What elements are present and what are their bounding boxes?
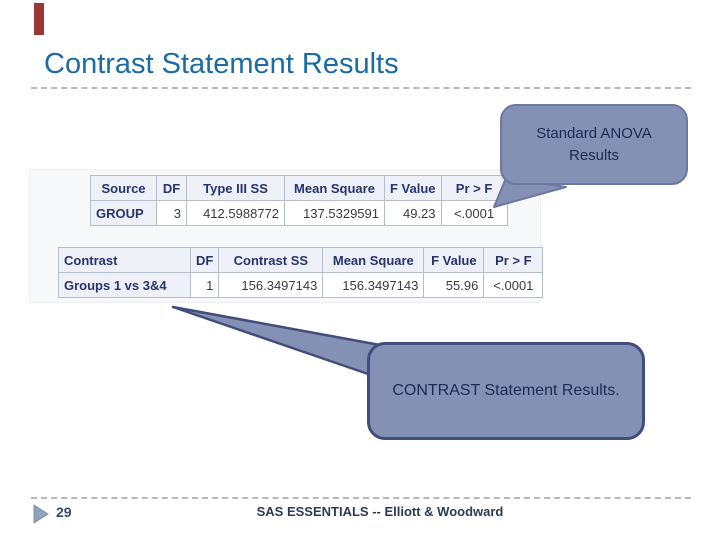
contrast-callout-text: CONTRAST Statement Results.	[392, 382, 620, 399]
anova-col-prf: Pr > F	[440, 175, 508, 201]
contrast-callout: CONTRAST Statement Results.	[367, 342, 645, 440]
contrast-col-contrast: Contrast	[58, 247, 191, 273]
contrast-col-df: DF	[189, 247, 220, 273]
contrast-callout-tail	[171, 305, 382, 377]
contrast-col-fvalue: F Value	[423, 247, 485, 273]
contrast-table: Contrast DF Contrast SS Mean Square F Va…	[58, 247, 544, 298]
contrast-cell-df: 1	[189, 272, 220, 298]
page-number: 29	[56, 504, 72, 520]
anova-col-fvalue: F Value	[384, 175, 442, 201]
footer-divider	[31, 497, 691, 499]
anova-cell-fvalue: 49.23	[384, 200, 442, 226]
contrast-col-contrastss: Contrast SS	[218, 247, 324, 273]
contrast-cell-meansquare: 156.3497143	[322, 272, 425, 298]
contrast-data-row: Groups 1 vs 3&4 1 156.3497143 156.349714…	[58, 272, 544, 298]
title-divider	[31, 87, 691, 89]
anova-table: Source DF Type III SS Mean Square F Valu…	[90, 175, 508, 226]
anova-callout-line1: Standard ANOVA	[536, 124, 652, 142]
anova-cell-type3ss: 412.5988772	[186, 200, 285, 226]
anova-callout-line2: Results	[568, 146, 620, 164]
anova-col-meansquare: Mean Square	[284, 175, 385, 201]
contrast-col-prf: Pr > F	[483, 247, 544, 273]
anova-callout: Standard ANOVA Results	[500, 104, 688, 185]
anova-cell-meansquare: 137.5329591	[284, 200, 385, 226]
anova-data-row: GROUP 3 412.5988772 137.5329591 49.23 <.…	[90, 200, 508, 226]
footer-text: SAS ESSENTIALS -- Elliott & Woodward	[256, 504, 504, 519]
contrast-cell-label: Groups 1 vs 3&4	[58, 272, 191, 298]
page-title: Contrast Statement Results	[44, 48, 399, 80]
contrast-cell-prf: <.0001	[483, 272, 544, 298]
red-accent-bar	[34, 3, 44, 35]
anova-col-source: Source	[90, 175, 157, 201]
anova-cell-prf: <.0001	[440, 200, 508, 226]
contrast-cell-contrastss: 156.3497143	[218, 272, 324, 298]
anova-cell-source: GROUP	[90, 200, 157, 226]
anova-col-type3ss: Type III SS	[186, 175, 285, 201]
contrast-col-meansquare: Mean Square	[322, 247, 425, 273]
contrast-header-row: Contrast DF Contrast SS Mean Square F Va…	[58, 247, 544, 273]
anova-cell-df: 3	[156, 200, 187, 226]
anova-col-df: DF	[156, 175, 187, 201]
anova-header-row: Source DF Type III SS Mean Square F Valu…	[90, 175, 508, 201]
contrast-cell-fvalue: 55.96	[423, 272, 485, 298]
play-triangle-icon	[33, 504, 49, 524]
